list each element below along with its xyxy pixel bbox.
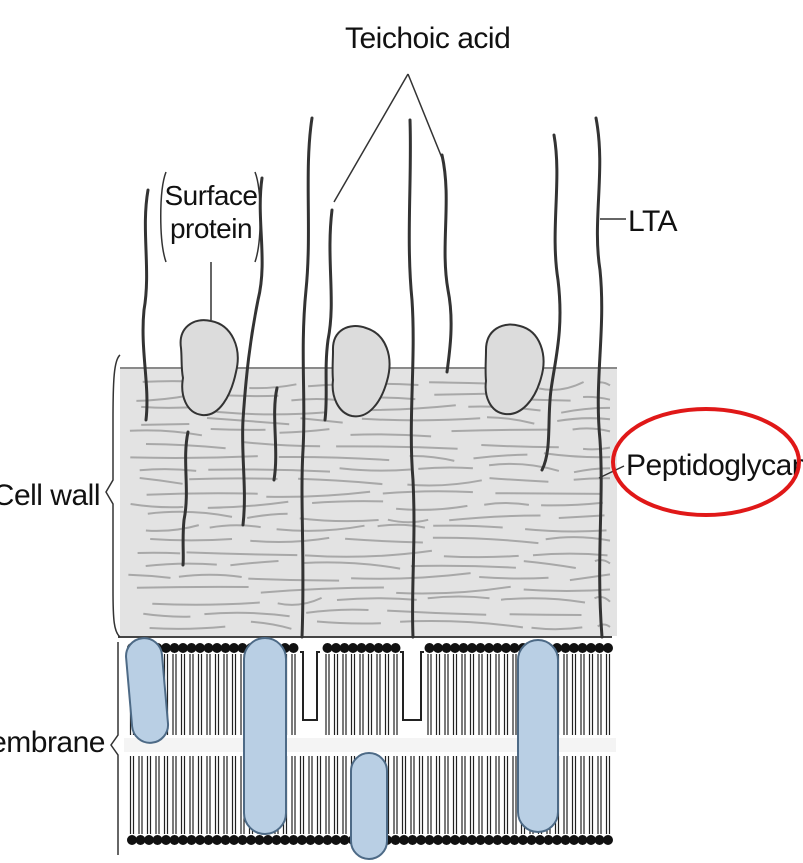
label-teichoic-acid: Teichoic acid	[345, 22, 510, 55]
label-surface-protein-line1: Surface	[165, 180, 258, 211]
peptidoglycan-fiber	[495, 493, 602, 494]
peptidoglycan-fiber	[189, 478, 277, 479]
peptidoglycan-fiber	[138, 553, 181, 554]
peptidoglycan-fiber	[137, 587, 249, 588]
peptidoglycan-fiber	[510, 614, 582, 615]
label-surface-protein-line2: protein	[170, 213, 252, 244]
strand-10	[274, 388, 277, 480]
membrane-protein-transmembrane-right	[518, 640, 558, 832]
peptidoglycan-fiber	[141, 424, 189, 425]
membrane-protein-inner	[351, 753, 387, 859]
strand-6	[442, 155, 451, 372]
label-membrane: membrane	[0, 726, 105, 759]
label-lta: LTA	[628, 205, 678, 238]
lipid-head-inner	[603, 835, 613, 845]
membrane-protein-transmembrane-left	[244, 638, 286, 834]
teichoic-leader-right	[408, 74, 442, 158]
lta-anchor	[300, 652, 320, 720]
lta-anchor	[400, 652, 424, 720]
label-cell-wall: Cell wall	[0, 479, 100, 512]
teichoic-leader-left	[334, 74, 408, 202]
peptidoglycan-fiber	[211, 429, 266, 430]
lipid-head-outer	[289, 643, 299, 653]
cell-wall-bracket	[106, 355, 120, 637]
membrane-bracket	[111, 642, 118, 855]
peptidoglycan-fiber	[434, 394, 486, 395]
lipid-head-outer	[603, 643, 613, 653]
lipid-head-outer	[391, 643, 401, 653]
membrane-protein-left	[125, 637, 170, 745]
label-peptidoglycan: Peptidoglycan	[626, 449, 803, 482]
